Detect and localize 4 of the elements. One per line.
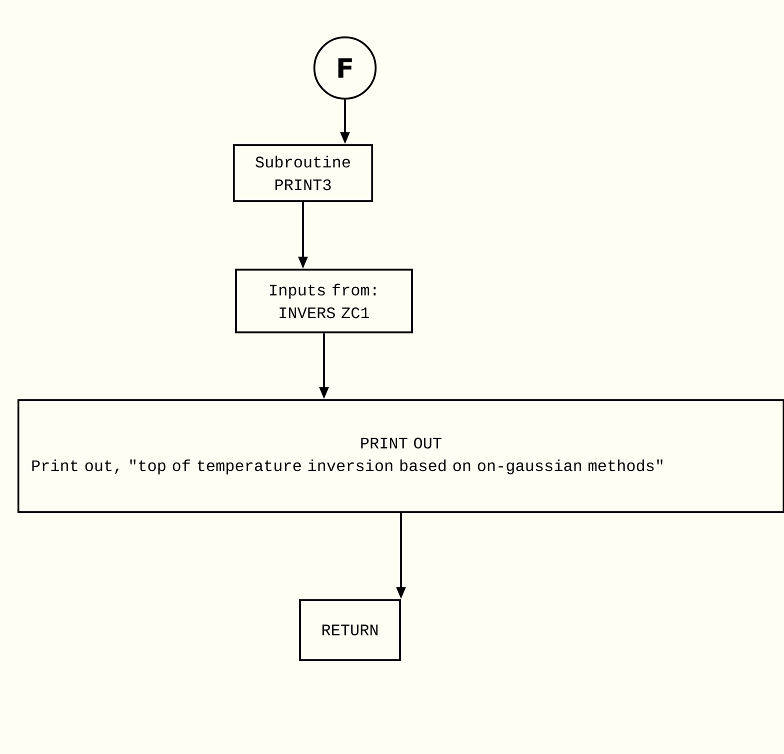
process-box: PRINT OUT Print out, "top of temperature inversion based on on-gaussian methods" — [17, 399, 784, 513]
process-box: Inputs from: INVERS ZC1 — [235, 268, 413, 334]
process-box: Subroutine PRINT3 — [232, 144, 374, 202]
process-box: RETURN — [299, 599, 401, 661]
